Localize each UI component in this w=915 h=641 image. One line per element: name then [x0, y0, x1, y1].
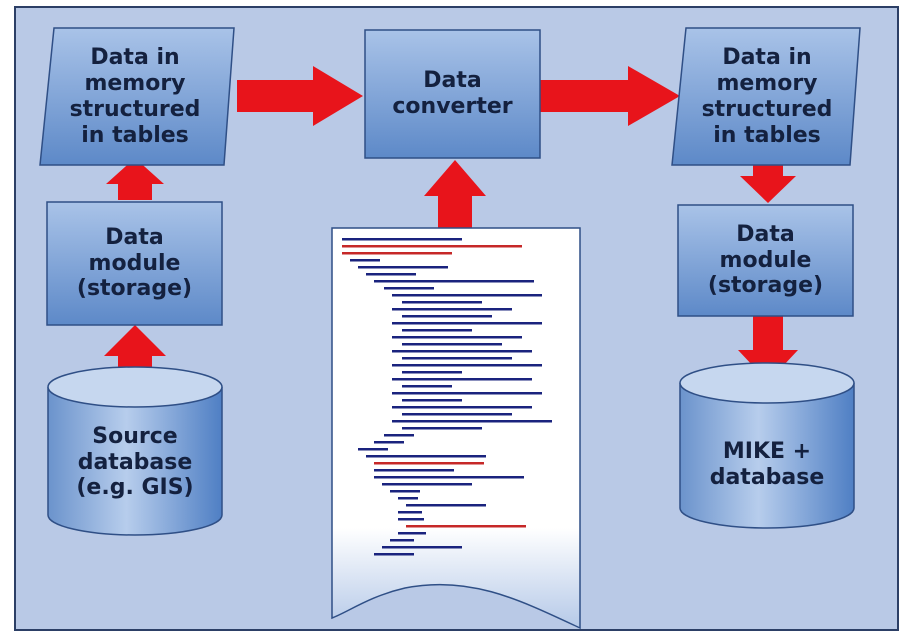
converter-shape	[364, 29, 541, 159]
right-table-shape	[671, 27, 861, 166]
right-module-shape	[677, 204, 854, 317]
arrow-table-to-converter	[237, 66, 363, 126]
arrow-module-to-table	[106, 158, 164, 200]
arrow-doc-to-converter	[424, 160, 486, 228]
arrow-converter-to-table	[540, 66, 680, 126]
xml-code-lines	[342, 238, 552, 556]
arrow-table-to-module	[740, 162, 796, 203]
config-document	[331, 227, 581, 630]
left-table-shape	[39, 27, 235, 166]
mike-db-shape	[679, 362, 855, 529]
left-module-shape	[46, 201, 223, 326]
source-db-shape	[47, 366, 223, 536]
